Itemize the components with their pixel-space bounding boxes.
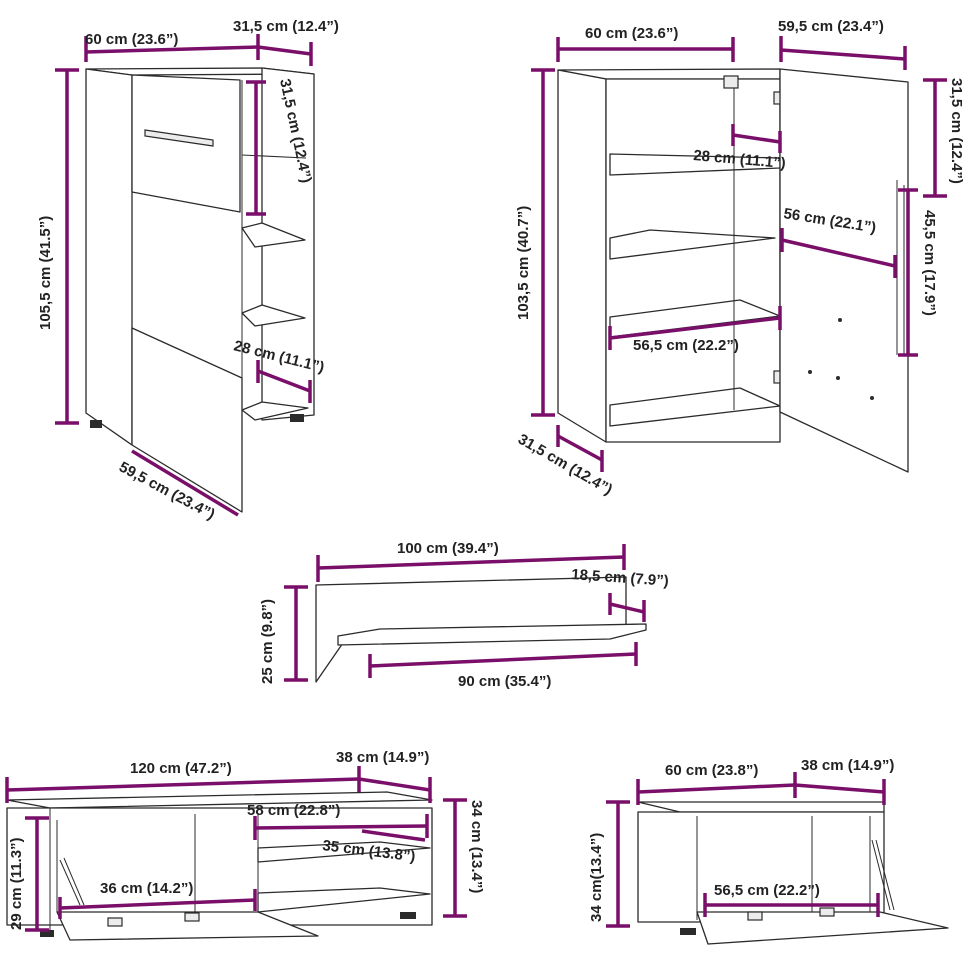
open-door xyxy=(131,327,243,513)
label-width: 60 cm (23.6”) xyxy=(85,31,178,48)
label-shelf-depth: 18,5 cm (7.9”) xyxy=(571,566,670,590)
label-flap-width: 36 cm (14.2”) xyxy=(100,880,193,897)
label-door-width: 59,5 cm (23.4”) xyxy=(778,18,884,35)
label-height: 103,5 cm (40.7”) xyxy=(515,206,532,320)
cabinet-top xyxy=(637,801,885,813)
label-width: 60 cm (23.6”) xyxy=(585,25,678,42)
label-depth-top: 31,5 cm (12.4”) xyxy=(233,18,339,35)
hinge-icon xyxy=(184,912,200,922)
label-inner-width: 56,5 cm (22.2”) xyxy=(633,337,739,354)
hinge-icon xyxy=(107,917,123,927)
label-height: 34 cm(13.4”) xyxy=(588,833,605,922)
label-depth: 38 cm (14.9”) xyxy=(801,757,894,774)
shelf-board xyxy=(337,623,647,646)
label-height: 105,5 cm (41.5”) xyxy=(37,216,54,330)
open-flap xyxy=(696,911,949,945)
label-door-section-height: 45,5 cm (17.9”) xyxy=(921,210,938,316)
label-width: 120 cm (47.2”) xyxy=(130,760,232,777)
label-inner-height: 29 cm (11.3”) xyxy=(8,837,25,930)
label-height: 34 cm (13.4”) xyxy=(468,800,485,893)
cabinet-drawer-door: 60 cm (23.6”) 31,5 cm (12.4”) 105,5 cm (… xyxy=(37,18,339,523)
small-cabinet: 60 cm (23.8”) 38 cm (14.9”) 34 cm(13.4”)… xyxy=(588,757,949,945)
hinge-icon xyxy=(723,75,739,89)
label-width: 60 cm (23.8”) xyxy=(665,762,758,779)
label-inner-width: 56,5 cm (22.2”) xyxy=(714,882,820,899)
label-width: 100 cm (39.4”) xyxy=(397,540,499,557)
cabinet-tall-door: 60 cm (23.6”) 59,5 cm (23.4”) 103,5 cm (… xyxy=(515,18,965,498)
open-door xyxy=(779,68,909,473)
label-upper-height: 31,5 cm (12.4”) xyxy=(948,78,965,184)
tv-cabinet: 120 cm (47.2”) 38 cm (14.9”) 58 cm (22.8… xyxy=(5,749,485,941)
handle-icon xyxy=(144,129,214,147)
hinge-icon xyxy=(819,907,835,917)
label-shelf-width: 90 cm (35.4”) xyxy=(458,673,551,690)
wall-shelf: 100 cm (39.4”) 18,5 cm (7.9”) 25 cm (9.8… xyxy=(259,540,669,690)
hinge-icon xyxy=(747,911,763,921)
label-depth: 38 cm (14.9”) xyxy=(336,749,429,766)
cabinet-top xyxy=(6,791,433,809)
label-height: 25 cm (9.8”) xyxy=(259,599,276,684)
drawer-front xyxy=(131,74,241,213)
label-inner-width: 58 cm (22.8”) xyxy=(247,802,340,819)
